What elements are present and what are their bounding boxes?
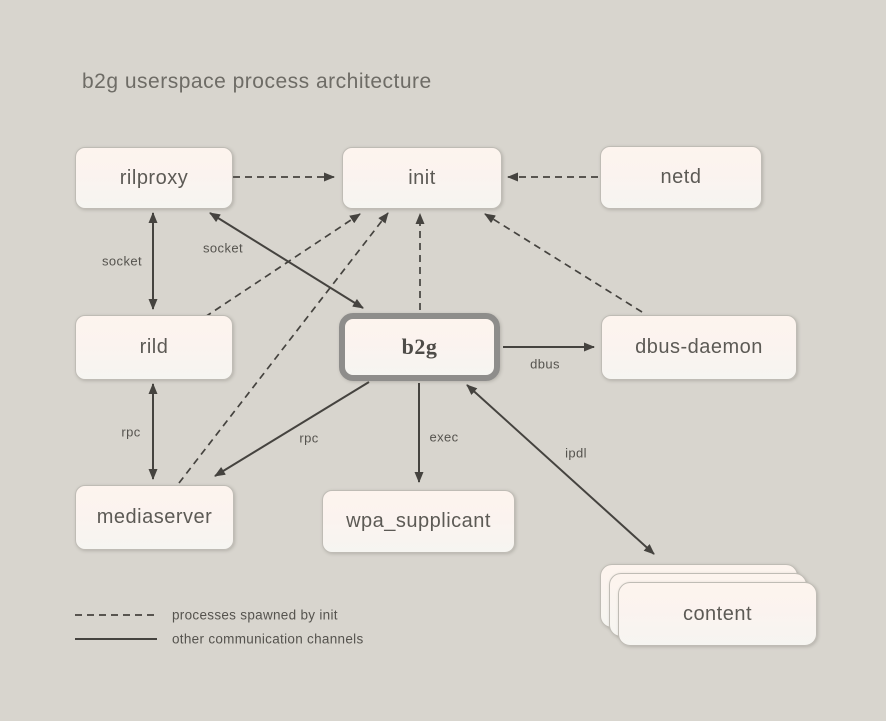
- edge-label-ipdl: ipdl: [565, 445, 587, 461]
- node-rild-label: rild: [139, 336, 169, 358]
- node-wpa-supplicant-label: wpa_supplicant: [346, 510, 491, 532]
- legend-solid-label: other communication channels: [172, 631, 364, 647]
- node-rild: rild: [75, 315, 233, 380]
- edge-mediaserver-init: [178, 212, 389, 484]
- edge-label-exec: exec: [429, 429, 459, 445]
- edge-label-rpc-rild-mediaserver: rpc: [121, 424, 141, 440]
- node-rilproxy-label: rilproxy: [119, 166, 189, 189]
- node-netd-label: netd: [660, 166, 702, 188]
- node-content: content: [618, 582, 817, 646]
- legend-dashed-label: processes spawned by init: [172, 607, 338, 623]
- node-init: init: [342, 147, 502, 209]
- node-dbus-daemon: dbus-daemon: [601, 315, 797, 380]
- node-b2g: b2g: [339, 313, 500, 381]
- node-netd: netd: [600, 146, 762, 209]
- edge-label-socket-rilproxy-rild: socket: [102, 253, 142, 269]
- edge-rild-init: [204, 213, 361, 318]
- edge-label-dbus: dbus: [530, 356, 560, 372]
- node-init-label: init: [408, 166, 436, 189]
- edge-label-socket-rilproxy-b2g: socket: [203, 240, 243, 256]
- node-dbus-daemon-label: dbus-daemon: [635, 336, 763, 358]
- edge-b2g-content: [466, 384, 655, 555]
- diagram-title: b2g userspace process architecture: [82, 70, 432, 93]
- node-b2g-label: b2g: [401, 334, 438, 359]
- edge-rilproxy-b2g: [209, 212, 364, 309]
- node-mediaserver: mediaserver: [75, 485, 234, 550]
- node-content-label: content: [682, 602, 753, 625]
- node-wpa-supplicant: wpa_supplicant: [322, 490, 515, 553]
- node-rilproxy: rilproxy: [75, 147, 233, 209]
- edge-b2g-mediaserver: [214, 381, 370, 477]
- edge-dbusdaemon-init: [484, 213, 643, 313]
- node-mediaserver-label: mediaserver: [96, 506, 213, 528]
- edge-label-rpc-b2g-mediaserver: rpc: [299, 430, 319, 446]
